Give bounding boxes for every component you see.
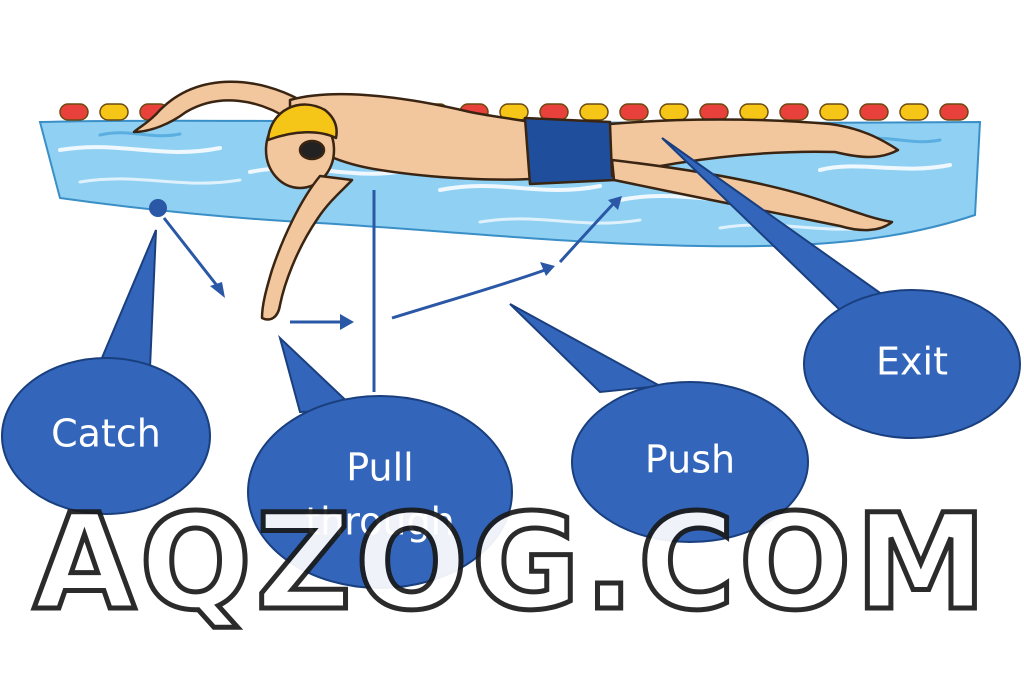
catch-bubble: Catch — [1, 229, 211, 515]
push-arrow — [391, 268, 546, 320]
push-label: Push — [645, 438, 735, 482]
swimmer-illustration — [132, 80, 900, 321]
exit-bubble: Exit — [661, 137, 1021, 439]
catch-label: Catch — [51, 412, 161, 456]
catch-arrow — [162, 217, 224, 293]
watermark: AQZOG.COM — [33, 486, 990, 640]
through-label: through — [305, 500, 454, 544]
lane-rope — [59, 103, 969, 121]
stroke-path — [149, 190, 622, 392]
exit-arrow — [558, 200, 617, 264]
pull-through-bubble: Pull through — [247, 334, 513, 589]
pull-label: Pull — [346, 446, 413, 490]
push-bubble: Push — [509, 303, 809, 543]
start-point — [149, 199, 167, 217]
exit-label: Exit — [876, 340, 948, 384]
